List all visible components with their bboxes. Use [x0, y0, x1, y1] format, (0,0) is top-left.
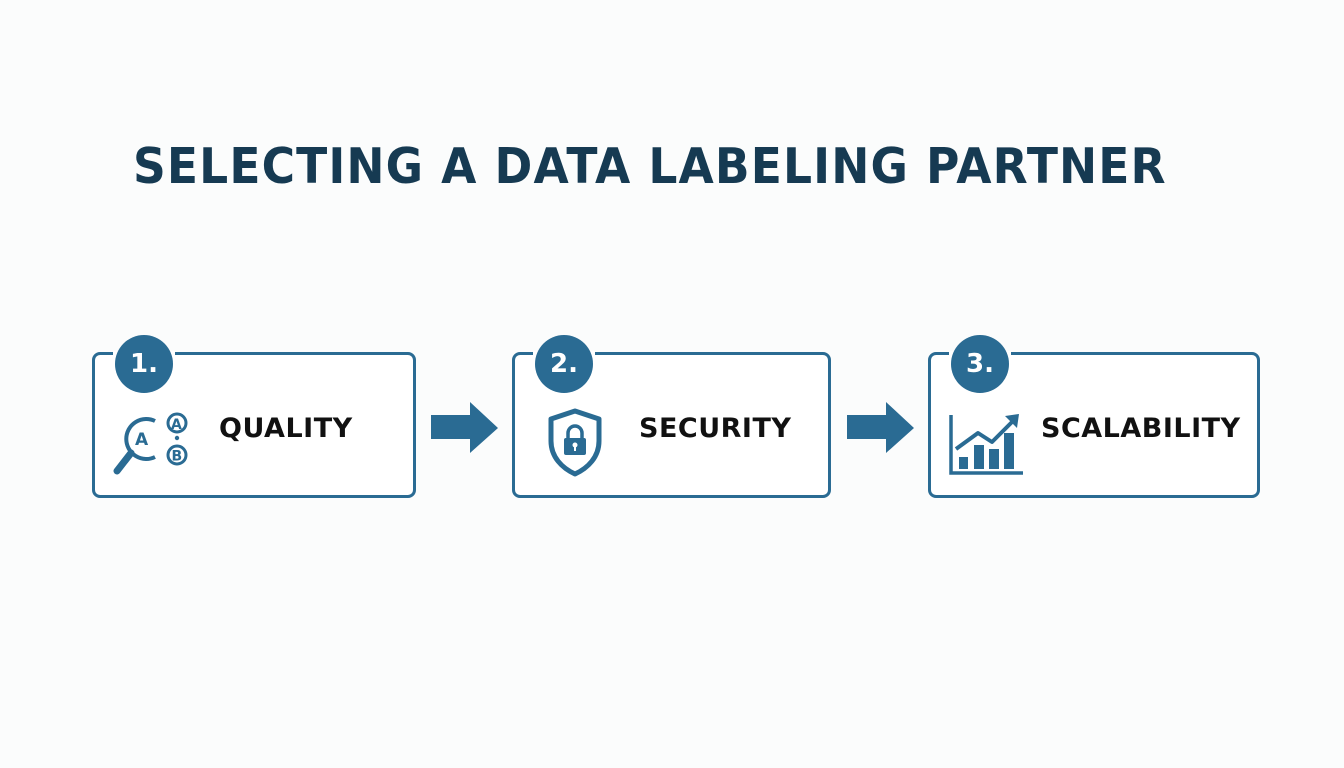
- step-label: QUALITY: [219, 413, 353, 444]
- svg-text:A: A: [135, 430, 149, 450]
- step-number-badge: 3.: [951, 335, 1009, 393]
- growth-chart-icon: [949, 414, 1023, 475]
- step-card-quality: 1. A A B QUALITY: [92, 335, 416, 498]
- arrow-right-icon: [847, 402, 914, 453]
- svg-text:B: B: [172, 449, 183, 465]
- diagram-title: SELECTING A DATA LABELING PARTNER: [133, 138, 1167, 195]
- step-number-badge: 2.: [535, 335, 593, 393]
- arrow-right-icon: [431, 402, 498, 453]
- step-label: SCALABILITY: [1041, 413, 1241, 444]
- step-number-badge: 1.: [115, 335, 173, 393]
- magnifier-ab-icon: A A B: [113, 412, 188, 475]
- step-label: SECURITY: [639, 413, 792, 444]
- svg-text:A: A: [171, 417, 182, 433]
- step-card-security: 2. SECURITY: [512, 335, 831, 498]
- shield-lock-icon: [548, 408, 602, 477]
- step-card-scalability: 3. SCALABILITY: [928, 335, 1260, 498]
